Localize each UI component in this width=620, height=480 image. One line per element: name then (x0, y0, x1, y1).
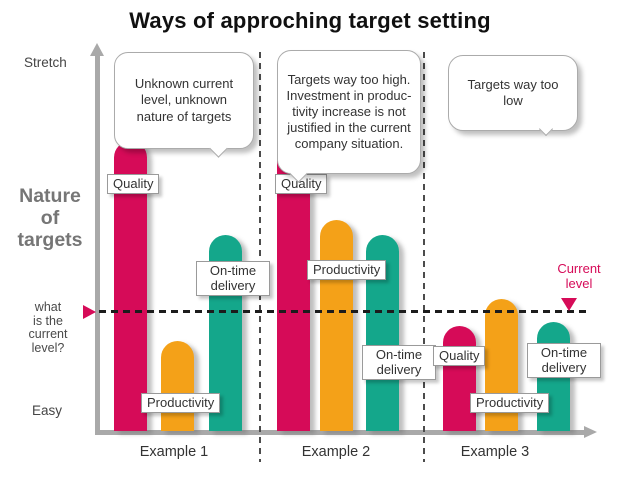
bar-quality-example-3 (443, 326, 476, 431)
bar-label-on-time-delivery-example-2: On-time delivery (362, 345, 436, 380)
bar-label-quality-example-1: Quality (107, 174, 160, 194)
bar-label-on-time-delivery-example-1: On-time delivery (196, 261, 270, 296)
bar-productivity-example-1 (161, 341, 194, 431)
current-level-question: what is the current level? (28, 300, 68, 355)
callout-tail-icon (539, 121, 554, 137)
callout-example-1: Unknown current level, unknown nature of… (114, 52, 254, 158)
y-axis-bottom-label: Easy (32, 403, 63, 418)
x-category-example-3: Example 3 (460, 444, 530, 460)
x-axis (95, 430, 585, 435)
current-level-label: Current level (557, 261, 601, 291)
current-level-down-marker-icon (561, 298, 577, 311)
callout-example-1-text: Unknown current level, unknown nature of… (134, 75, 234, 124)
callout-example-2-text: Targets way too high. Investment in prod… (286, 72, 412, 151)
callout-example-3-text: Targets way too low (467, 76, 559, 109)
x-axis-arrow-icon (584, 426, 597, 438)
current-level-dashed-line (99, 310, 588, 313)
y-axis-arrow-icon (90, 43, 104, 56)
bar-label-quality-example-3: Quality (433, 346, 486, 366)
x-category-example-1: Example 1 (139, 444, 209, 460)
bar-label-productivity-example-2: Productivity (307, 260, 387, 280)
bar-label-on-time-delivery-example-3: On-time delivery (527, 343, 601, 378)
y-axis (95, 55, 100, 434)
callout-example-3: Targets way too low (448, 55, 578, 137)
current-level-left-marker-icon (83, 305, 96, 319)
bar-label-productivity-example-3: Productivity (470, 393, 550, 413)
chart-title: Ways of approching target setting (129, 8, 491, 33)
x-category-example-2: Example 2 (301, 444, 371, 460)
callout-example-2: Targets way too high. Investment in prod… (277, 50, 421, 183)
divider-example-1-2 (259, 52, 261, 462)
divider-example-2-3 (423, 52, 425, 462)
bar-productivity-example-2 (320, 220, 353, 431)
y-axis-top-label: Stretch (24, 55, 67, 70)
bar-label-productivity-example-1: Productivity (141, 393, 221, 413)
callout-tail-icon (208, 138, 228, 158)
y-axis-title: Nature of targets (17, 185, 83, 251)
